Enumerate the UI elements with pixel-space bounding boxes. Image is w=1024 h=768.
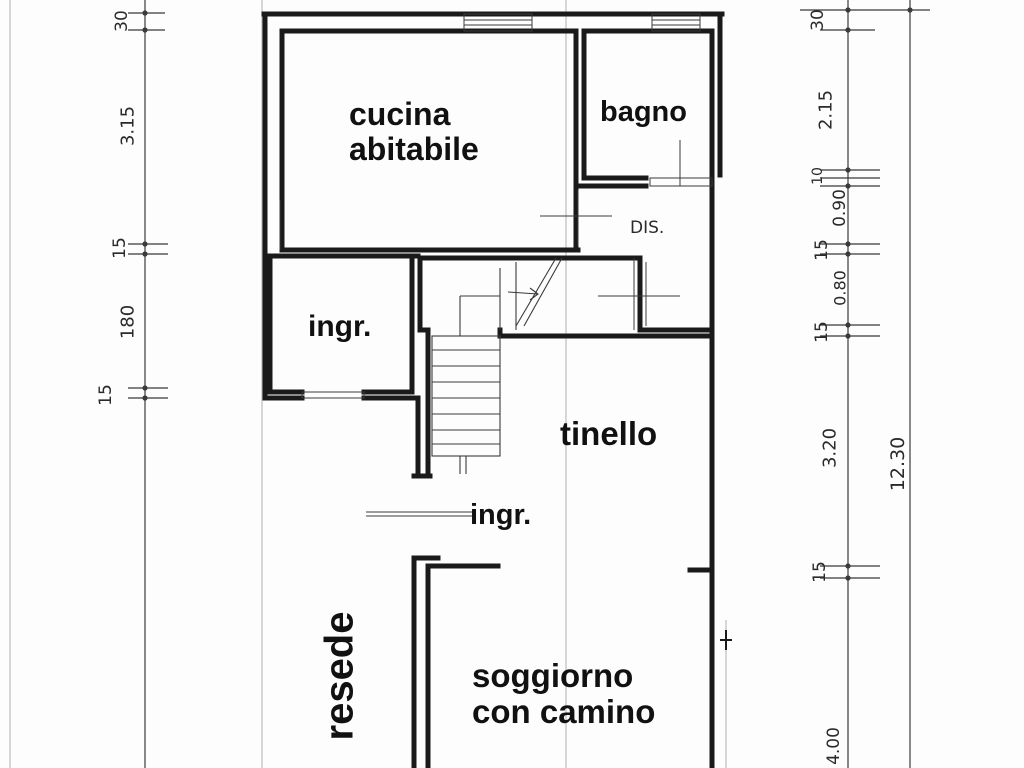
staircase xyxy=(431,257,563,474)
dim-right-dining: 3.20 xyxy=(819,427,841,469)
dim-left-kitchen: 3.15 xyxy=(117,105,139,147)
room-label-kitchen: cucina abitabile xyxy=(349,97,479,166)
right-wall-mark xyxy=(720,630,732,650)
dim-right-wall-4: 15 xyxy=(812,321,832,343)
dim-left-entrance: 180 xyxy=(117,304,139,340)
dim-right-wall-2: 10 xyxy=(810,167,826,185)
dim-total-length: 12.30 xyxy=(887,436,909,492)
room-label-bathroom: bagno xyxy=(600,96,687,128)
room-label-living: soggiorno con camino xyxy=(472,658,655,729)
dim-left-top-wall: 30 xyxy=(112,10,132,32)
left-dimension-lines xyxy=(128,0,168,768)
dim-right-bathroom: 2.15 xyxy=(815,89,837,131)
room-label-dining: tinello xyxy=(560,415,658,452)
dim-right-landing: 0.80 xyxy=(830,270,850,306)
dim-right-wall-3: 15 xyxy=(812,239,832,261)
room-label-entrance-lower: ingr. xyxy=(470,499,532,531)
dim-left-wall-3: 15 xyxy=(96,384,116,406)
dim-left-wall-2: 15 xyxy=(110,237,130,259)
kitchen-label-line1: cucina xyxy=(349,96,451,132)
area-label-outdoor: resede xyxy=(317,611,362,741)
dim-right-top-wall: 30 xyxy=(808,9,828,31)
dim-right-closet: 0.90 xyxy=(830,189,850,227)
room-label-entrance-upper: ingr. xyxy=(308,310,372,343)
living-label-line2: con camino xyxy=(472,692,656,730)
closet-annotation: DIS. xyxy=(630,218,665,238)
dim-right-living: 4.00 xyxy=(824,727,844,765)
windows xyxy=(301,13,713,399)
right-dimension-lines xyxy=(800,0,930,768)
living-label-line1: soggiorno xyxy=(472,657,634,694)
kitchen-label-line2: abitabile xyxy=(349,130,479,167)
construction-lines xyxy=(9,0,727,768)
dim-right-wall-5: 15 xyxy=(810,561,830,583)
door-openings xyxy=(279,140,681,517)
